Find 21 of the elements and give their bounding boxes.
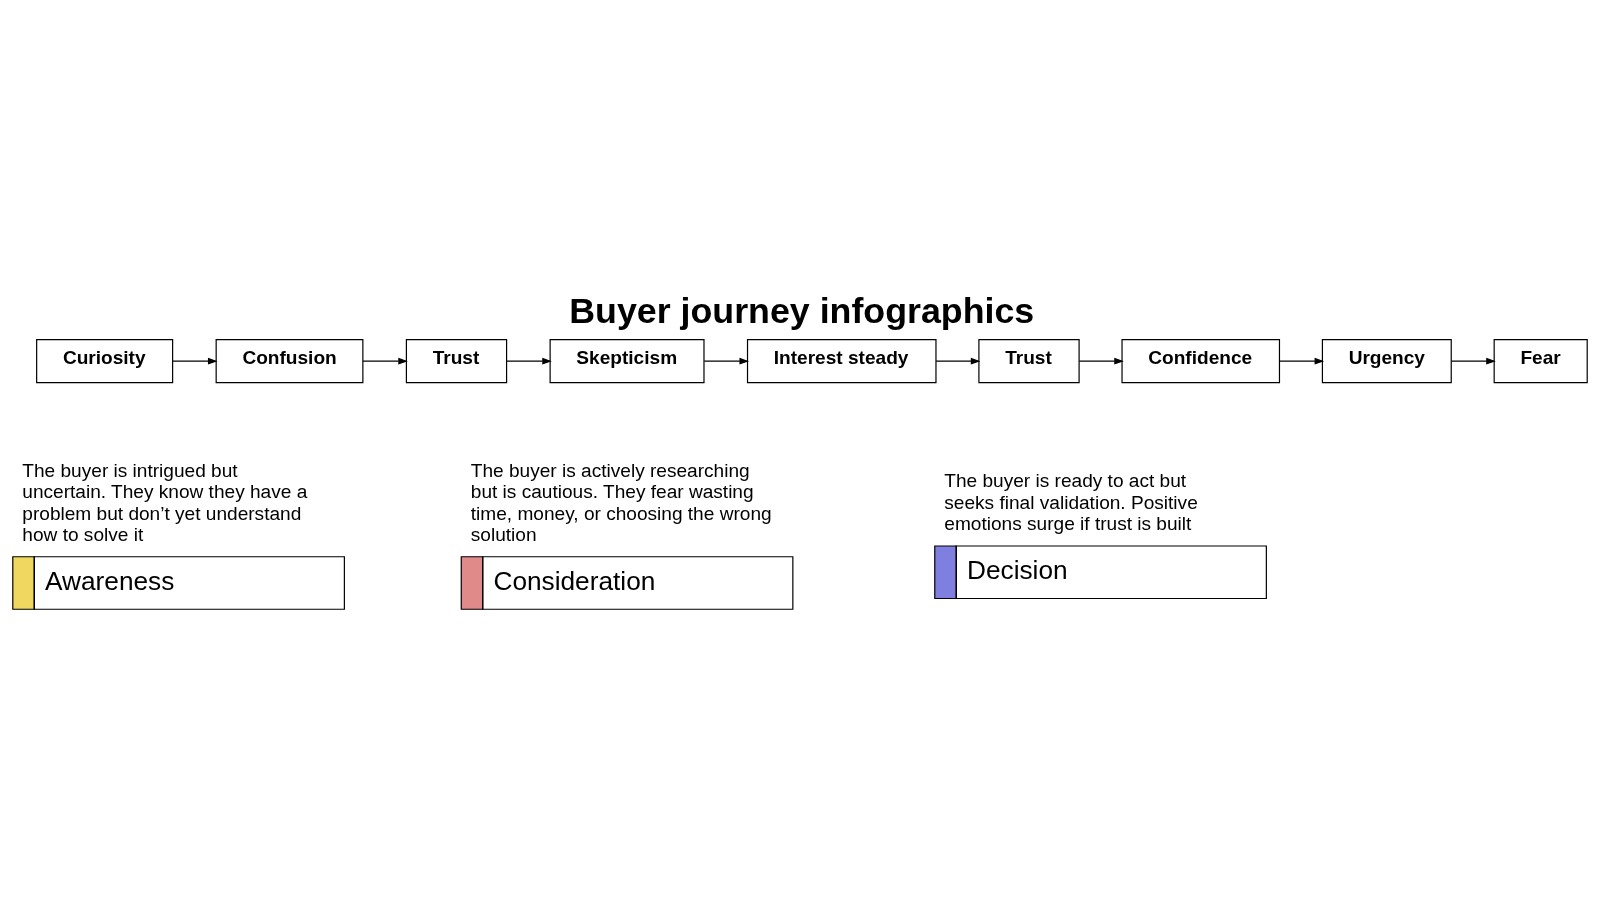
node-box: Confidence: [1121, 339, 1281, 384]
arrow: [1279, 357, 1325, 365]
node-label: The buyer is actively researching but is cautious. They fear wasting time, money, or choosing the wrong solution: [470, 459, 772, 546]
arrow: [703, 357, 749, 365]
arrow: [172, 357, 218, 365]
node-box: Fear: [1493, 339, 1588, 384]
arrow: [506, 357, 552, 365]
node-box: Interest steady: [746, 339, 937, 384]
arrow: [1078, 357, 1124, 365]
node-box: Confusion: [215, 339, 364, 384]
node-box: Urgency: [1321, 339, 1452, 384]
node-box: Curiosity: [36, 339, 174, 384]
arrow: [935, 357, 981, 365]
diagram-title: Buyer journey infographics: [569, 290, 1035, 331]
arrow: [1450, 357, 1496, 365]
node-box: Trust: [405, 339, 508, 384]
node-label: The buyer is ready to act but seeks final validation. Positive emotions surge if trust is built: [944, 470, 1198, 535]
node-box: Trust: [978, 339, 1080, 384]
node-label: The buyer is intrigued but uncertain. They know they have a problem but don’t yet understand how to solve it: [22, 459, 308, 546]
node-box: Skepticism: [549, 339, 705, 384]
arrow: [362, 357, 408, 365]
